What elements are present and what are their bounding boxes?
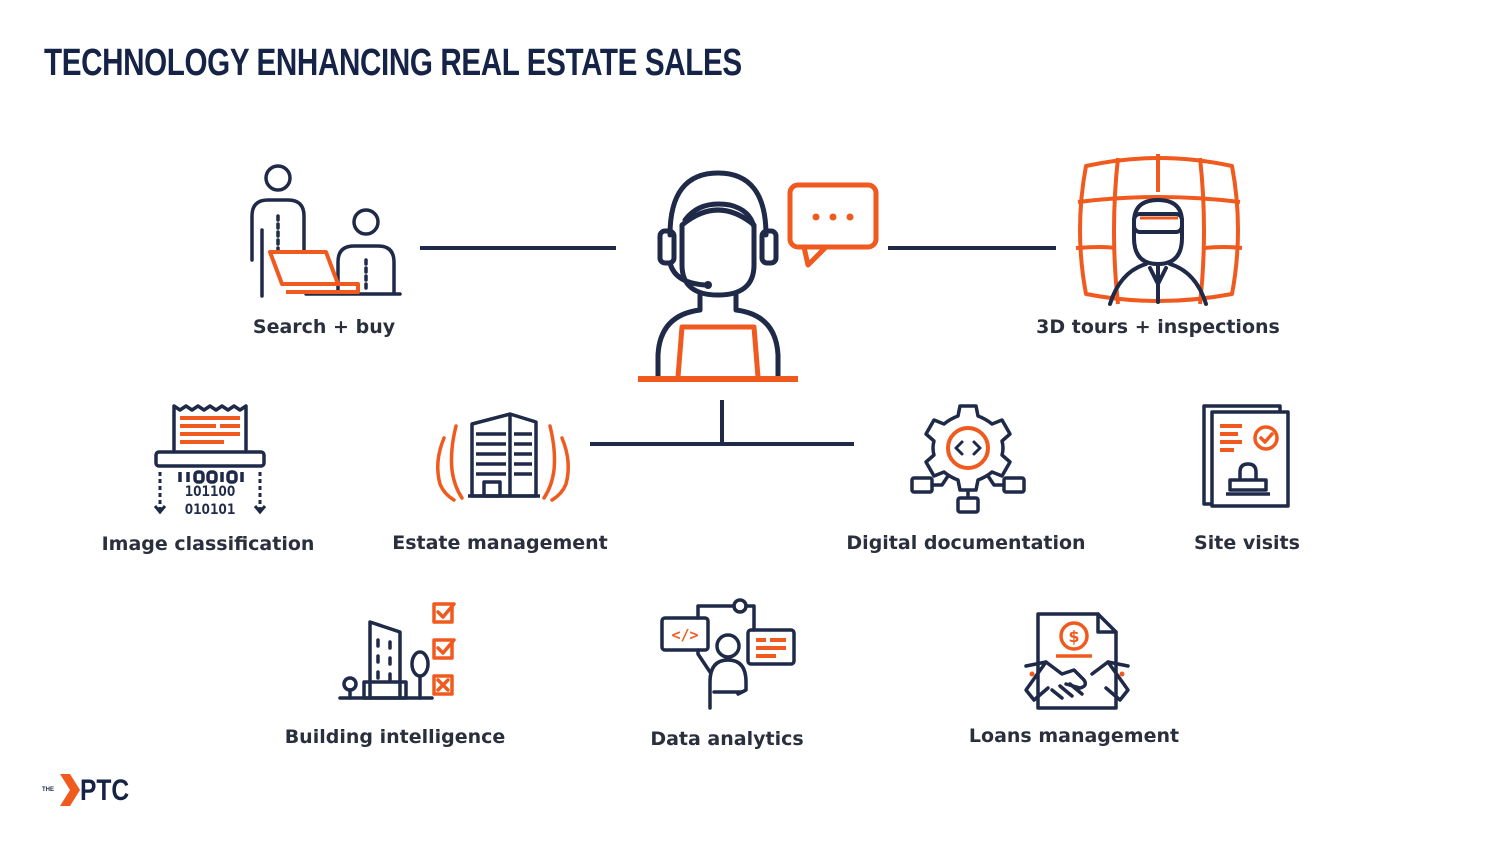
label-3d-tours: 3D tours + inspections <box>1036 316 1280 338</box>
svg-text:O1O1O1: O1O1O1 <box>185 502 236 518</box>
person-dashboards-icon: </> <box>660 598 796 710</box>
label-digital-documentation: Digital documentation <box>846 532 1086 554</box>
label-search-buy: Search + buy <box>252 316 396 338</box>
logo-name: PTC <box>80 774 130 807</box>
label-site-visits: Site visits <box>1194 532 1300 554</box>
item-image-classification: 1O11OO O1O1O1 <box>150 402 270 518</box>
label-data-analytics: Data analytics <box>650 728 804 750</box>
connector-line-vertical <box>720 400 724 444</box>
item-3d-tours <box>1074 152 1244 308</box>
buildings-checklist-icon <box>338 602 456 700</box>
item-site-visits <box>1200 402 1292 510</box>
center-agent <box>630 165 890 390</box>
logo-prefix: THE <box>42 787 54 793</box>
building-hands-icon <box>436 412 570 502</box>
dollar-handshake-icon: $ <box>1024 612 1130 710</box>
item-digital-documentation <box>908 402 1028 516</box>
item-data-analytics: </> <box>658 598 798 710</box>
code-gear-network-icon <box>910 404 1026 514</box>
label-estate-management: Estate management <box>392 532 608 554</box>
vr-headset-grid-icon <box>1075 154 1243 306</box>
headset-agent-icon <box>638 170 879 382</box>
item-loans-management: $ <box>1022 610 1132 714</box>
label-loans-management: Loans management <box>968 725 1180 747</box>
certificate-stamp-icon <box>1202 404 1290 508</box>
people-laptop-icon <box>250 164 402 298</box>
connector-line-left <box>420 246 616 250</box>
item-search-buy <box>246 160 406 300</box>
connector-line-bottom <box>590 442 854 446</box>
item-building-intelligence <box>336 598 466 704</box>
label-image-classification: Image classification <box>101 533 315 555</box>
item-estate-management <box>430 410 576 502</box>
svg-text:</>: </> <box>671 626 698 644</box>
connector-line-right <box>888 246 1056 250</box>
svg-text:1O11OO: 1O11OO <box>185 484 236 500</box>
document-scanner-binary-icon: 1O11OO O1O1O1 <box>153 404 267 518</box>
label-building-intelligence: Building intelligence <box>284 726 506 748</box>
page-title: TECHNOLOGY ENHANCING REAL ESTATE SALES <box>44 42 742 84</box>
chevron-right-icon <box>60 774 80 806</box>
svg-text:$: $ <box>1068 627 1079 646</box>
